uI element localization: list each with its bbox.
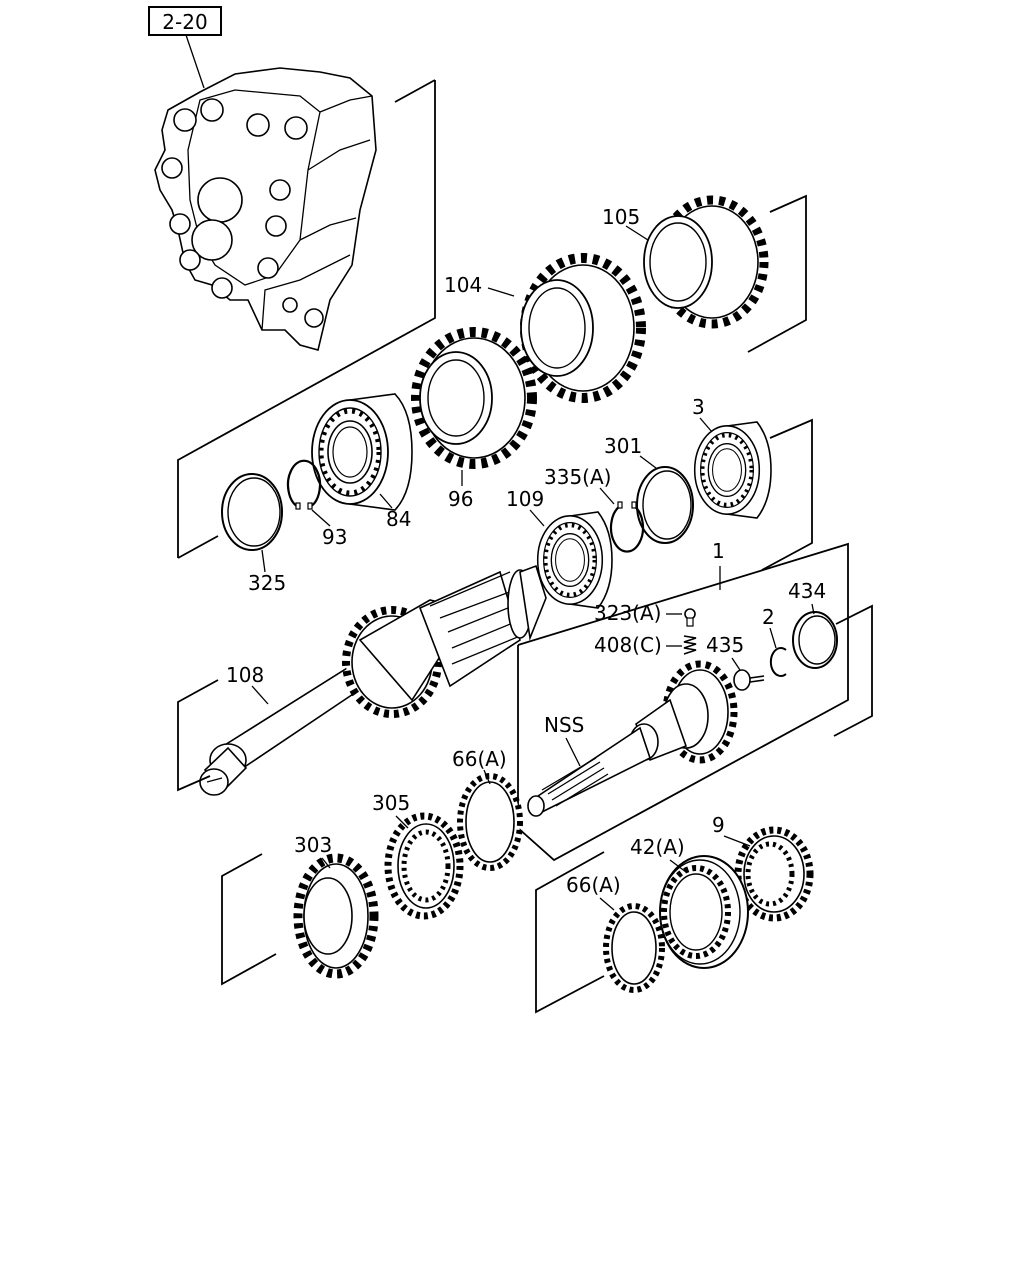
callout-435: 435 bbox=[706, 633, 744, 657]
assembly-bracket-303 bbox=[221, 853, 277, 986]
callout-301: 301 bbox=[604, 434, 642, 458]
spring-408c[interactable] bbox=[683, 635, 697, 655]
assembly-bracket-105 bbox=[747, 194, 807, 353]
assembly-bracket-lower bbox=[535, 851, 605, 1014]
bearing-3[interactable] bbox=[695, 421, 772, 519]
countershaft-assembly[interactable] bbox=[527, 660, 738, 817]
callout-109: 109 bbox=[506, 487, 544, 511]
callout-108: 108 bbox=[226, 663, 264, 687]
gear-303[interactable] bbox=[293, 853, 379, 979]
assembly-bracket-upper bbox=[177, 80, 436, 558]
callout-93: 93 bbox=[322, 525, 347, 549]
callout-335a: 335(A) bbox=[544, 465, 611, 489]
gear-9[interactable] bbox=[734, 826, 814, 922]
ring-325[interactable] bbox=[221, 473, 283, 551]
callout-1: 1 bbox=[712, 539, 725, 563]
gear-96[interactable] bbox=[411, 327, 537, 469]
callout-305: 305 bbox=[372, 791, 410, 815]
callout-42a: 42(A) bbox=[630, 835, 685, 859]
bearing-109[interactable] bbox=[538, 511, 613, 609]
gear-105[interactable] bbox=[643, 195, 769, 329]
callout-303: 303 bbox=[294, 833, 332, 857]
callout-66a-top: 66(A) bbox=[452, 747, 507, 771]
callout-434: 434 bbox=[788, 579, 826, 603]
synchro-ring-66a-upper[interactable] bbox=[457, 773, 523, 871]
plug-435[interactable] bbox=[733, 669, 765, 691]
callout-96: 96 bbox=[448, 487, 473, 511]
reference-box-label: 2-20 bbox=[162, 10, 207, 34]
ring-301[interactable] bbox=[636, 466, 694, 544]
callout-66a-bottom: 66(A) bbox=[566, 873, 621, 897]
snap-ring-2[interactable] bbox=[769, 647, 787, 677]
ball-323a[interactable] bbox=[684, 608, 696, 627]
reference-box[interactable]: 2-20 bbox=[148, 6, 222, 36]
callout-2: 2 bbox=[762, 605, 775, 629]
main-shaft-108[interactable] bbox=[199, 564, 547, 796]
bearing-84[interactable] bbox=[312, 393, 413, 511]
callout-408c: 408(C) bbox=[594, 633, 662, 657]
callout-325: 325 bbox=[248, 571, 286, 595]
callout-nss: NSS bbox=[544, 713, 584, 737]
callout-3: 3 bbox=[692, 395, 705, 419]
transmission-case-housing bbox=[154, 67, 377, 351]
ring-434[interactable] bbox=[792, 611, 838, 669]
snap-ring-335a[interactable] bbox=[609, 501, 645, 553]
callout-9: 9 bbox=[712, 813, 725, 837]
snap-ring-93[interactable] bbox=[286, 459, 322, 510]
callout-105: 105 bbox=[602, 205, 640, 229]
sleeve-42a[interactable] bbox=[659, 855, 749, 969]
callout-104: 104 bbox=[444, 273, 482, 297]
assembly-bracket-434 bbox=[833, 604, 873, 737]
synchro-ring-66a-lower[interactable] bbox=[603, 903, 665, 993]
assembly-bracket-3 bbox=[761, 418, 813, 571]
callout-323a: 323(A) bbox=[594, 601, 661, 625]
callout-84: 84 bbox=[386, 507, 411, 531]
gear-104[interactable] bbox=[520, 253, 646, 403]
assembly-bracket-108 bbox=[177, 679, 219, 792]
synchro-hub-305[interactable] bbox=[384, 812, 464, 920]
